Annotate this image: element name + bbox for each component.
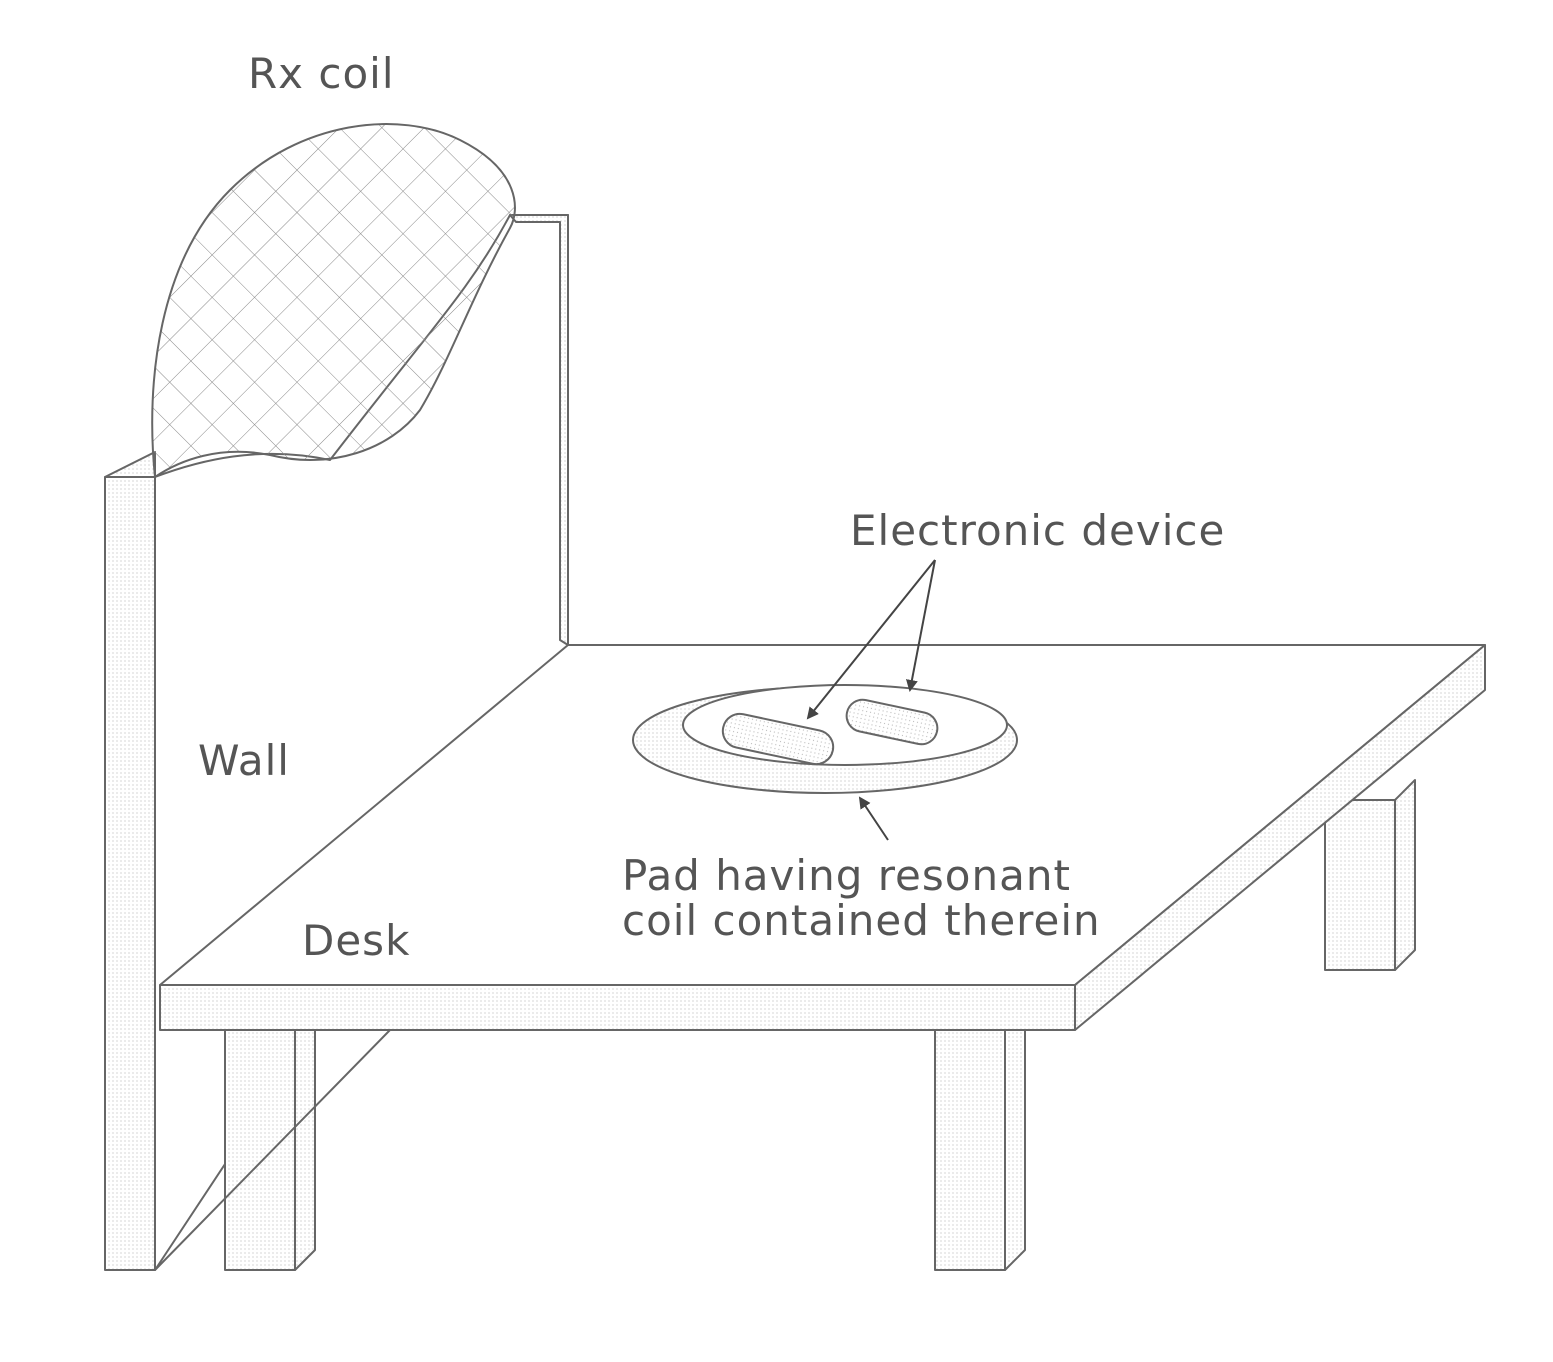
label-desk: Desk — [302, 916, 410, 965]
desk-front-edge — [160, 985, 1075, 1030]
desk-leg-front — [935, 1012, 1025, 1270]
wall-top-edge — [105, 452, 155, 477]
label-pad-line1: Pad having resonant — [622, 851, 1071, 900]
label-rx-coil: Rx coil — [248, 49, 395, 98]
label-wall: Wall — [198, 736, 290, 785]
wall-side-face — [105, 477, 155, 1270]
label-pad-line2: coil contained therein — [622, 896, 1101, 945]
label-electronic-device: Electronic device — [850, 506, 1225, 555]
desk-leg-back-left — [225, 1010, 315, 1270]
